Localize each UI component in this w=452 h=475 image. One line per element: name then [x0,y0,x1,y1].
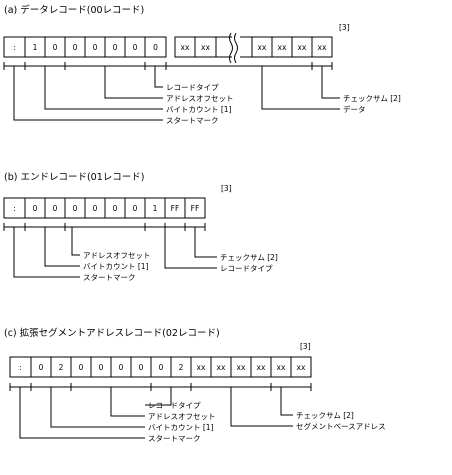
field-cell: xx [201,43,210,52]
label-record-type: レコードタイプ [220,264,273,273]
field-cell: 0 [119,363,124,372]
section-extended-segment-record: (c) 拡張セグメントアドレスレコード(02レコード) [3] : 0 2 0 … [4,327,386,443]
field-cell-box [144,36,167,58]
field-cell: 0 [53,43,58,52]
field-cell: 0 [159,363,164,372]
label-record-type: レコードタイプ [166,83,219,92]
label-segment-base-address: セグメントベースアドレス [296,421,386,431]
field-cell: : [19,363,22,372]
field-cell-box [311,36,333,58]
field-cell: xx [181,43,190,52]
field-cell: 0 [113,43,118,52]
field-cell: 0 [99,363,104,372]
field-cell: 2 [59,363,64,372]
label-byte-count: バイトカウント [1] [148,423,214,432]
field-cell: 0 [133,204,138,213]
label-byte-count: バイトカウント [1] [83,262,149,271]
field-cell-box [290,356,312,378]
field-cell: xx [277,363,286,372]
field-cell: 0 [133,43,138,52]
note-reference: [3] [300,342,311,351]
label-checksum: チェックサム [2] [296,411,354,420]
span-line [9,383,312,391]
label-record-type: レコードタイプ [148,401,201,410]
label-start-mark: スタートマーク [166,116,219,125]
field-cell: 1 [153,204,158,213]
field-cell: xx [297,363,306,372]
field-cell: : [13,204,16,213]
field-cell: : [13,43,16,52]
field-cell-box [194,36,217,58]
field-cell: 2 [179,363,184,372]
label-address-offset: アドレスオフセット [83,251,151,260]
section-title: (c) 拡張セグメントアドレスレコード(02レコード) [4,327,220,339]
field-cell: xx [257,363,266,372]
section-data-record: (a) データレコード(00レコード) [3] : 1 0 0 0 0 0 0 … [3,4,401,125]
label-start-mark: スタートマーク [148,434,201,443]
field-cell: 0 [33,204,38,213]
field-cell: xx [318,43,327,52]
span-line [3,223,206,231]
label-byte-count: バイトカウント [1] [166,105,232,114]
field-cell: 0 [53,204,58,213]
label-start-mark: スタートマーク [83,273,136,282]
field-cell: 0 [139,363,144,372]
field-cell: xx [258,43,267,52]
section-title: (b) エンドレコード(01レコード) [4,172,144,183]
field-cell: 1 [33,43,38,52]
field-cell: 0 [73,43,78,52]
field-cell: 0 [113,204,118,213]
field-cell: xx [298,43,307,52]
field-cell: 0 [93,43,98,52]
break-mark-icon [234,32,238,64]
field-cell: 0 [93,204,98,213]
break-mark-icon [229,32,233,64]
span-line [3,62,333,70]
field-cell-box [184,197,206,219]
field-cell: 0 [73,204,78,213]
field-cell: FF [171,204,180,213]
field-cell: xx [237,363,246,372]
label-address-offset: アドレスオフセット [166,94,234,103]
label-checksum: チェックサム [2] [343,94,401,103]
note-reference: [3] [339,23,350,32]
field-cell: FF [191,204,200,213]
label-address-offset: アドレスオフセット [148,412,216,421]
field-cell: 0 [153,43,158,52]
label-checksum: チェックサム [2] [220,253,278,262]
section-title: (a) データレコード(00レコード) [4,4,144,16]
label-data: データ [343,104,366,114]
section-end-record: (b) エンドレコード(01レコード) [3] : 0 0 0 0 0 0 1 … [3,172,278,282]
field-cell: 0 [79,363,84,372]
field-cell: xx [197,363,206,372]
field-cell: xx [278,43,287,52]
field-cell: 0 [39,363,44,372]
note-reference: [3] [221,184,232,193]
field-cell: xx [217,363,226,372]
